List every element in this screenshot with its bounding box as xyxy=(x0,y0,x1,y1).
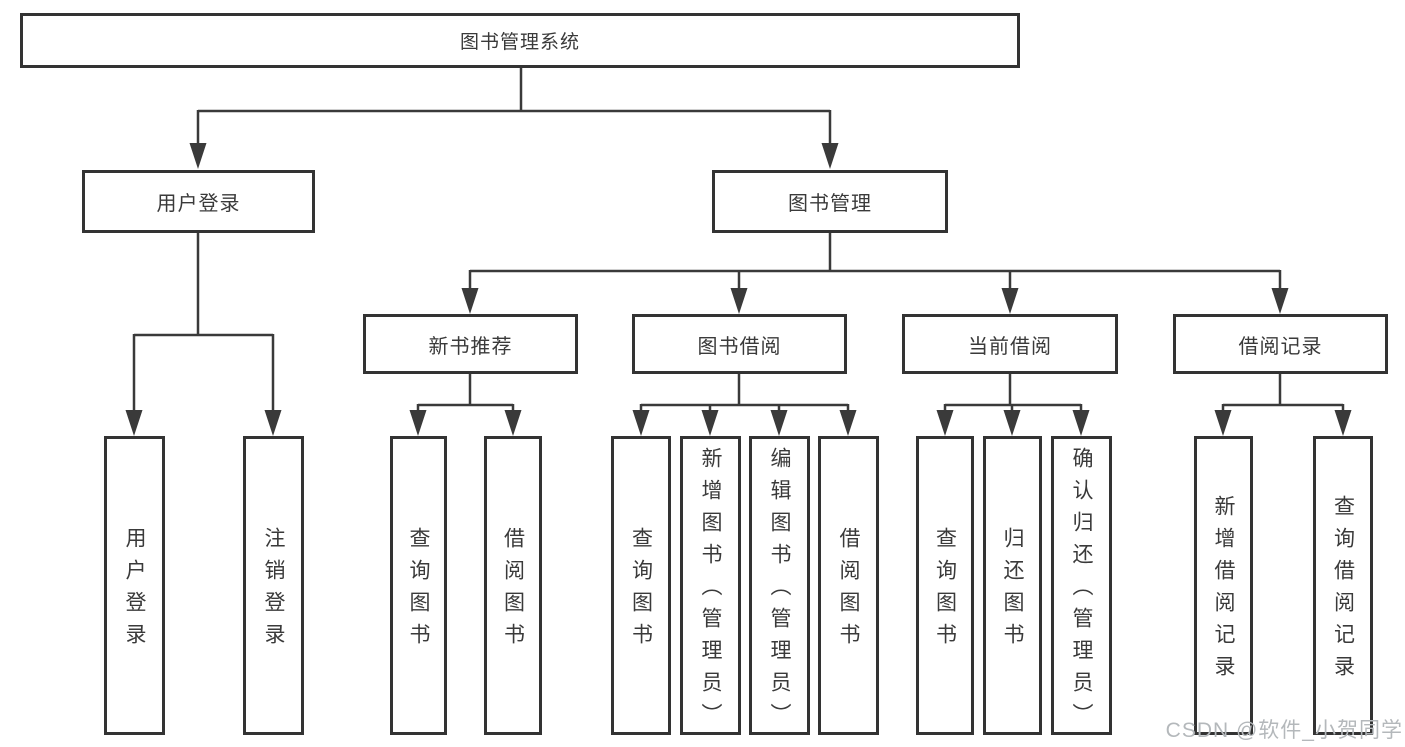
leaf-edit-book-admin: 编辑图书（管理员） xyxy=(749,436,810,735)
leaf-add-book-admin-label: 新增图书（管理员） xyxy=(699,447,722,735)
node-borrowing-records: 借阅记录 xyxy=(1173,314,1388,374)
node-book-management-label: 图书管理 xyxy=(788,193,872,215)
leaf-return-book: 归还图书 xyxy=(983,436,1042,735)
node-new-book-recommend-label: 新书推荐 xyxy=(428,335,513,358)
node-library-system-label: 图书管理系统 xyxy=(459,32,580,53)
leaf-logout-label: 注销登录 xyxy=(262,527,285,655)
leaf-borrow-books-borrowing-label: 借阅图书 xyxy=(837,527,860,655)
leaf-query-books-recommend: 查询图书 xyxy=(390,436,447,735)
leaf-add-borrow-record-label: 新增借阅记录 xyxy=(1212,495,1235,687)
node-current-borrowing: 当前借阅 xyxy=(902,314,1118,374)
leaf-query-borrow-record: 查询借阅记录 xyxy=(1313,436,1373,735)
leaf-edit-book-admin-label: 编辑图书（管理员） xyxy=(768,447,791,735)
leaf-query-books-current-label: 查询图书 xyxy=(933,527,957,655)
leaf-query-books-borrowing-label: 查询图书 xyxy=(629,527,653,655)
leaf-query-borrow-record-label: 查询借阅记录 xyxy=(1331,495,1355,687)
csdn-watermark: CSDN @软件_小贺同学 xyxy=(1165,719,1403,742)
node-user-login-label: 用户登录 xyxy=(156,193,241,215)
node-book-management: 图书管理 xyxy=(712,170,948,233)
node-book-borrowing-label: 图书借阅 xyxy=(697,335,782,358)
leaf-query-books-current: 查询图书 xyxy=(916,436,974,735)
leaf-query-books-borrowing: 查询图书 xyxy=(611,436,671,735)
leaf-add-borrow-record: 新增借阅记录 xyxy=(1194,436,1253,735)
leaf-user-login-label: 用户登录 xyxy=(123,527,146,655)
node-library-system: 图书管理系统 xyxy=(20,13,1020,68)
node-borrowing-records-label: 借阅记录 xyxy=(1238,335,1323,358)
node-user-login: 用户登录 xyxy=(82,170,315,233)
leaf-borrow-books-borrowing: 借阅图书 xyxy=(818,436,879,735)
leaf-borrow-books-recommend-label: 借阅图书 xyxy=(501,527,525,655)
leaf-return-book-label: 归还图书 xyxy=(1001,527,1024,655)
leaf-logout: 注销登录 xyxy=(243,436,304,735)
leaf-confirm-return-admin: 确认归还（管理员） xyxy=(1051,436,1112,735)
leaf-query-books-recommend-label: 查询图书 xyxy=(407,527,430,655)
node-new-book-recommend: 新书推荐 xyxy=(363,314,578,374)
leaf-confirm-return-admin-label: 确认归还（管理员） xyxy=(1070,447,1093,735)
leaf-borrow-books-recommend: 借阅图书 xyxy=(484,436,542,735)
leaf-add-book-admin: 新增图书（管理员） xyxy=(680,436,741,735)
leaf-user-login: 用户登录 xyxy=(104,436,165,735)
node-current-borrowing-label: 当前借阅 xyxy=(968,335,1052,358)
node-book-borrowing: 图书借阅 xyxy=(632,314,847,374)
